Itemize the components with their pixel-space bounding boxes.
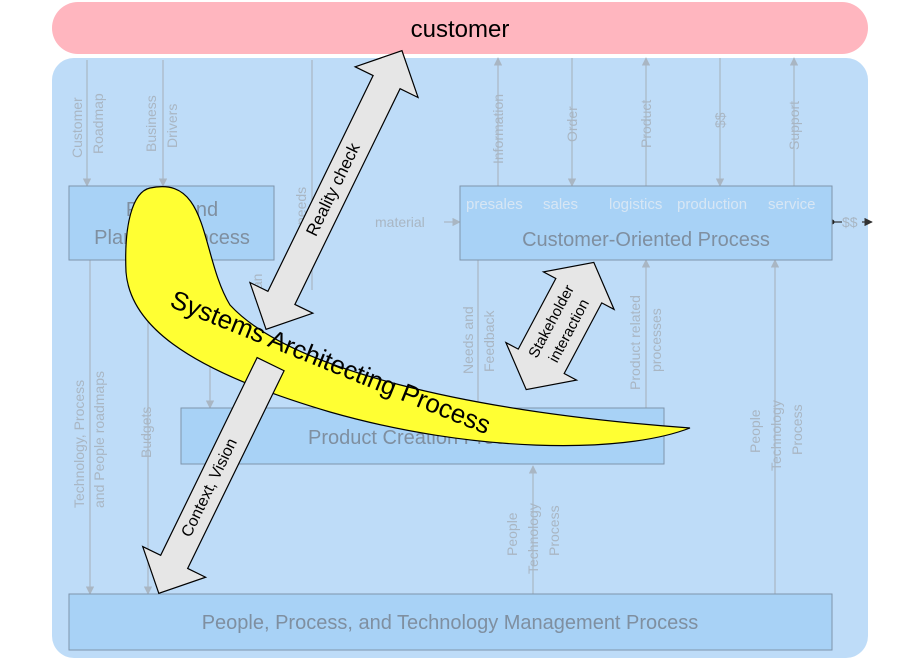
flow-money-right: $$	[842, 214, 858, 230]
flow-needs-feedback-2: Feedback	[481, 310, 497, 372]
flow-product: Product	[638, 100, 654, 148]
flow-tech-roadmaps-1: Technology, Process	[71, 380, 87, 508]
flow-business-drivers-2: Drivers	[164, 104, 180, 148]
flow-ptp-mid-3: Process	[546, 505, 562, 556]
flow-budgets: Budgets	[138, 407, 154, 458]
step-logistics: logistics	[609, 196, 662, 213]
flow-tech-roadmaps-2: and People roadmaps	[91, 371, 107, 508]
ppt-management-box	[68, 593, 833, 651]
step-production: production	[677, 196, 747, 213]
ppt-management-label: People, Process, and Technology Manageme…	[202, 612, 699, 634]
flow-needs-feedback-1: Needs and	[460, 306, 476, 374]
customer-oriented-label: Customer-Oriented Process	[522, 229, 770, 251]
flow-information: Information	[490, 94, 506, 164]
flow-lines	[82, 57, 873, 595]
customer-label: customer	[411, 16, 510, 43]
flow-support: Support	[786, 101, 802, 150]
flow-business-drivers-1: Business	[143, 95, 159, 152]
flow-product-related-1: Product related	[627, 295, 643, 390]
customer-oriented-box	[459, 185, 833, 261]
customer-band	[52, 2, 868, 54]
context-vision-arrow	[141, 356, 285, 595]
flow-labels: Customer Roadmap Business Drivers needs …	[69, 93, 858, 574]
stakeholder-interaction-arrow	[504, 261, 616, 391]
flow-ptp-mid-1: People	[504, 512, 520, 556]
step-sales: sales	[543, 196, 578, 213]
flow-money-top: $$	[712, 112, 728, 128]
flow-order: Order	[564, 106, 580, 142]
flow-customer-roadmap-1: Customer	[69, 97, 85, 158]
customer-oriented-steps: presales sales logistics production serv…	[466, 196, 816, 213]
step-presales: presales	[466, 196, 523, 213]
flow-material: material	[375, 214, 425, 230]
reality-check-arrow	[248, 49, 420, 331]
flow-ptp-mid-2: Technology	[525, 503, 541, 574]
flow-ptp-right-1: People	[747, 409, 763, 453]
flow-ptp-right-3: Process	[789, 404, 805, 455]
flow-customer-roadmap-2: Roadmap	[90, 93, 106, 154]
flow-product-related-2: processes	[648, 308, 664, 372]
flow-ptp-right-2: Technology	[768, 400, 784, 471]
step-service: service	[768, 196, 816, 213]
